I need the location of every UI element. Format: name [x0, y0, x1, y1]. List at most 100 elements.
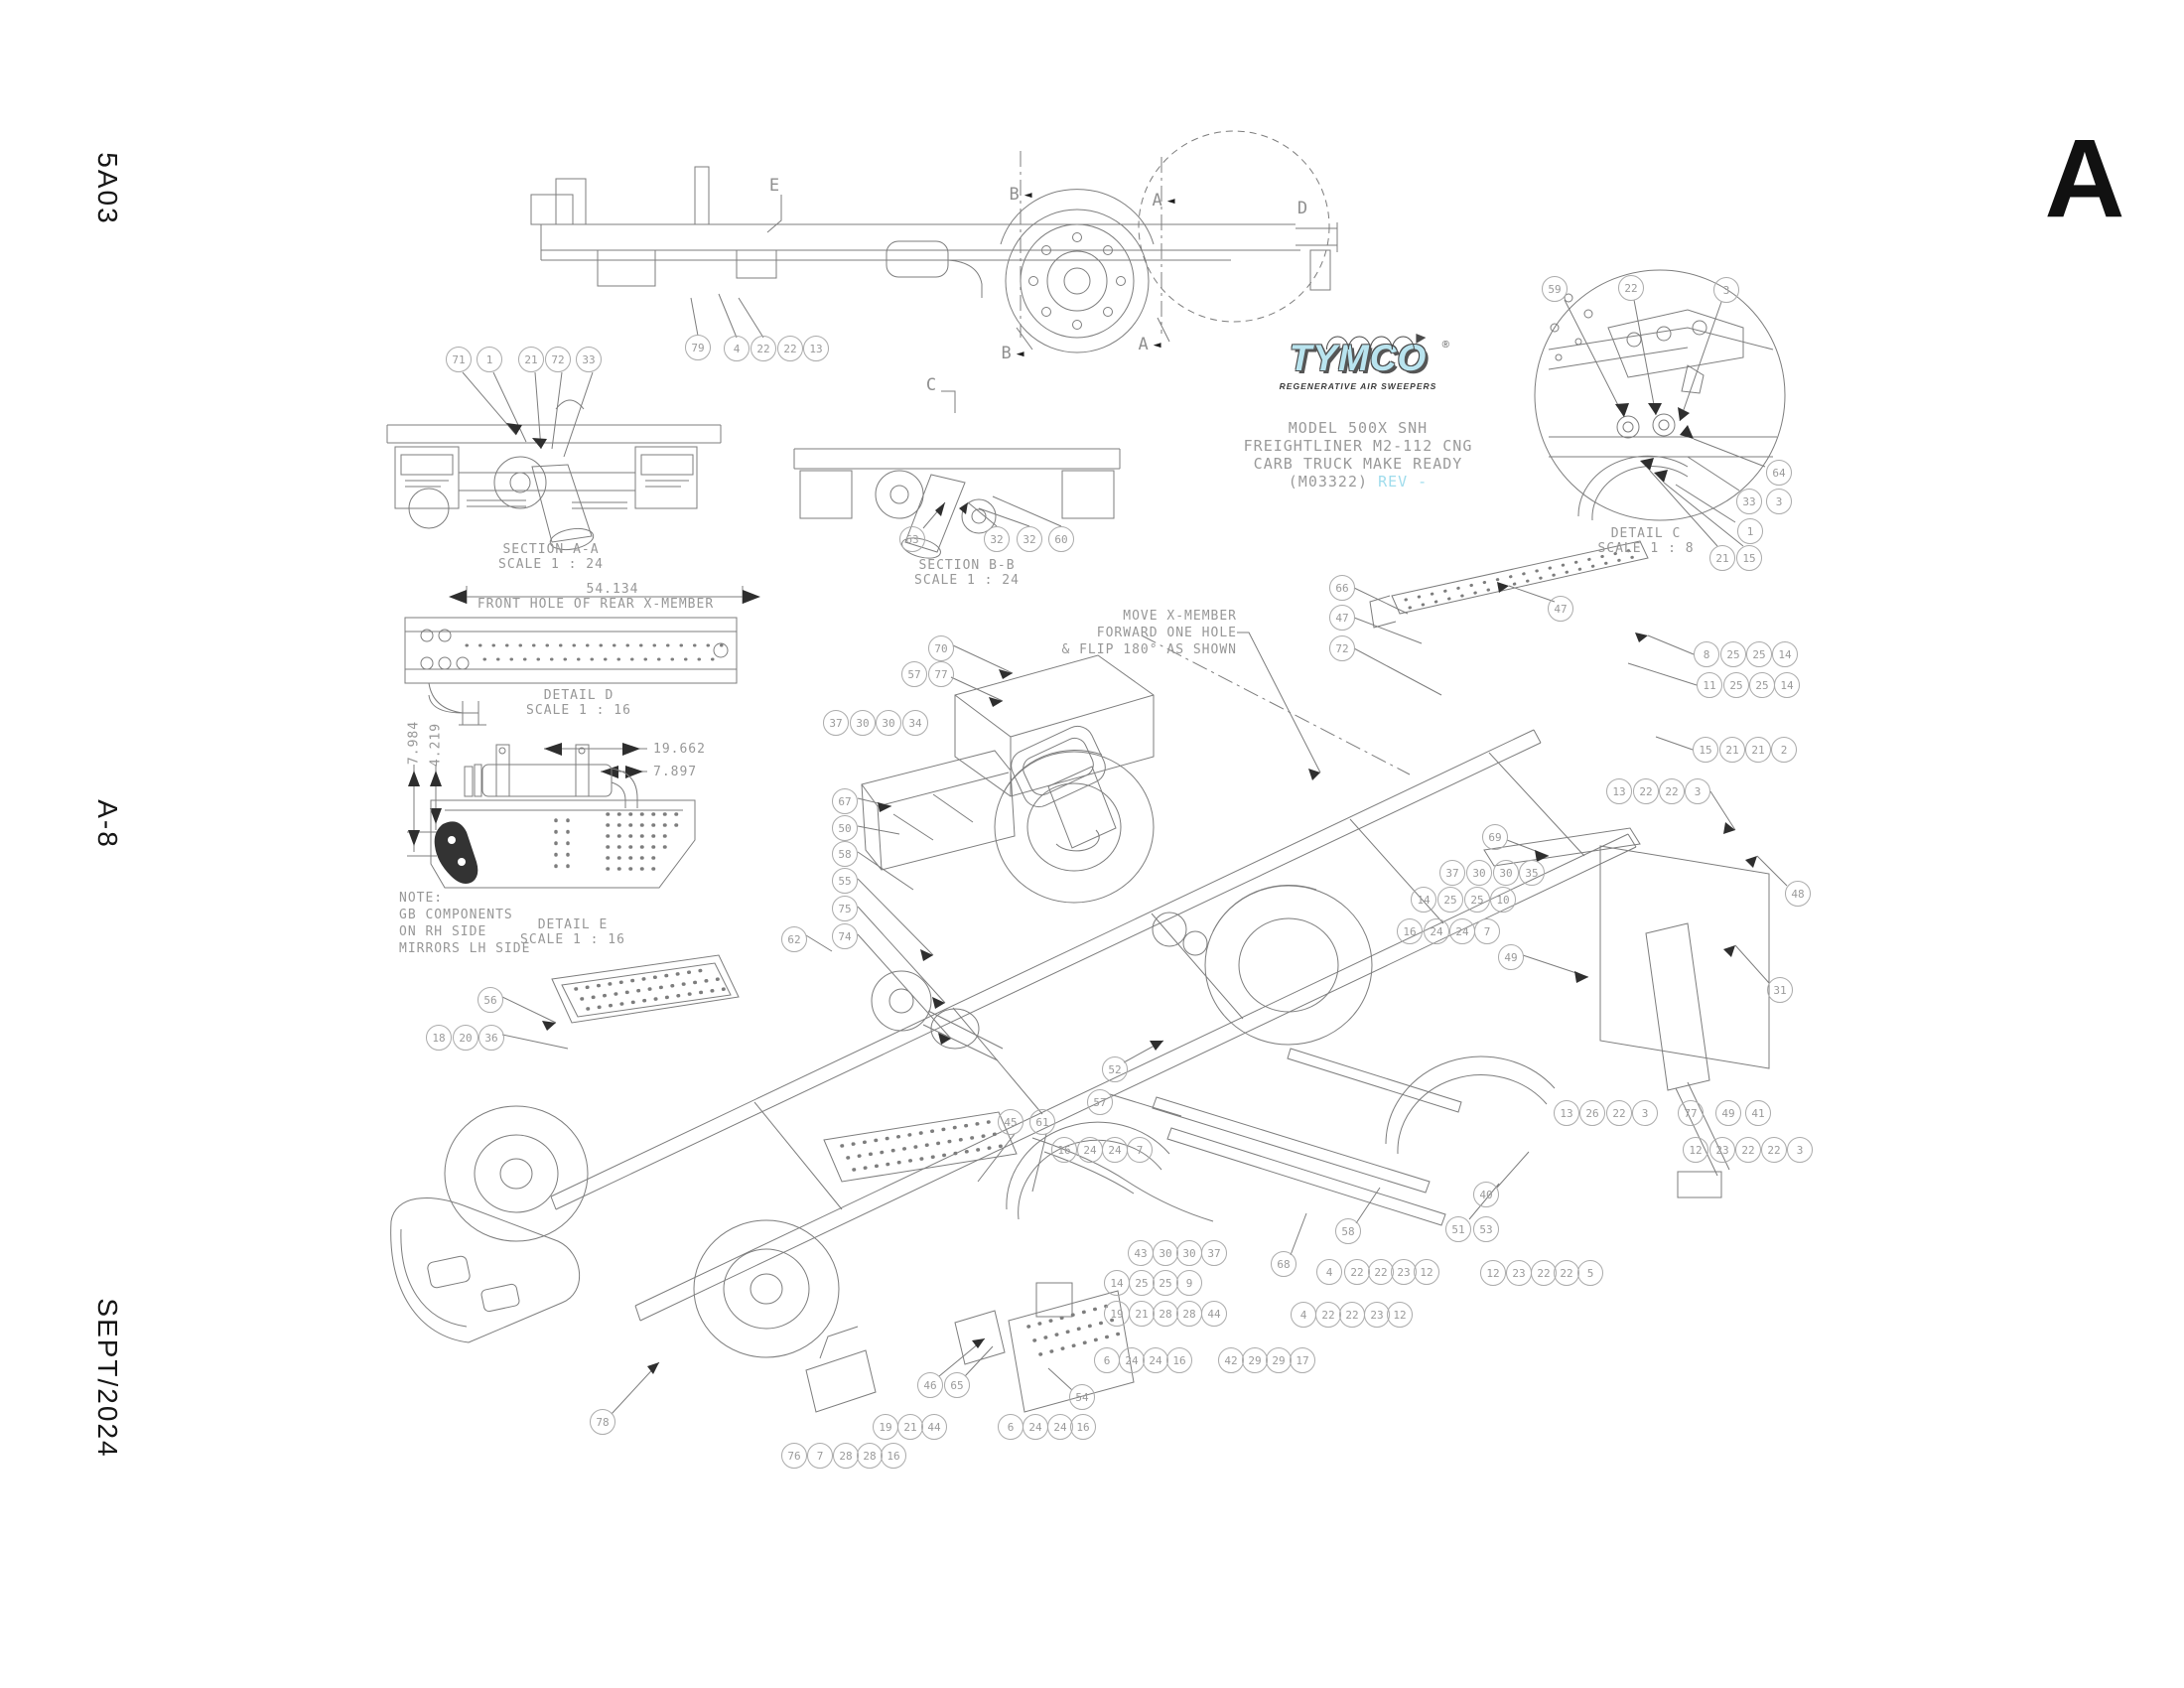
part-balloon: 29 [1242, 1347, 1268, 1373]
part-balloon: 22 [1606, 1100, 1632, 1126]
part-balloon: 22 [1761, 1137, 1787, 1163]
part-balloon: 37 [823, 710, 849, 736]
part-balloon: 47 [1548, 596, 1573, 622]
part-balloon: 50 [832, 815, 858, 841]
section-aa-view [386, 371, 722, 551]
part-balloon: 21 [1745, 737, 1771, 763]
part-balloon: 63 [899, 526, 925, 552]
part-balloon: 72 [1329, 635, 1355, 661]
part-balloon: 24 [1449, 918, 1475, 944]
part-balloon: 4 [1316, 1259, 1342, 1285]
part-balloon: 22 [1554, 1260, 1579, 1286]
section-aa-label: SECTION A-A [502, 542, 600, 557]
part-balloon: 7 [1474, 918, 1500, 944]
part-balloon: 32 [984, 526, 1010, 552]
part-balloon: 77 [928, 661, 954, 687]
part-balloon: 30 [1153, 1240, 1178, 1266]
part-balloon: 1 [477, 347, 502, 372]
part-balloon: 3 [1685, 778, 1710, 804]
part-balloon: 14 [1104, 1270, 1130, 1296]
detail-c-scale: SCALE 1 : 8 [1597, 541, 1695, 556]
part-balloon: 44 [1201, 1301, 1227, 1327]
part-balloon: 33 [1736, 489, 1762, 514]
detail-c-view [1534, 269, 1786, 547]
section-bb-label: SECTION B-B [918, 558, 1016, 573]
dim-7-897: 7.897 [653, 765, 698, 779]
part-balloon: 16 [881, 1443, 906, 1469]
part-balloon: 17 [1290, 1347, 1315, 1373]
dim-54-134-note: FRONT HOLE OF REAR X-MEMBER [477, 597, 715, 612]
section-marker-letter: A [1152, 191, 1162, 211]
gb-components-note: NOTE: GB COMPONENTS ON RH SIDE MIRRORS L… [399, 891, 531, 956]
brand-tagline: REGENERATIVE AIR SWEEPERS [1279, 381, 1437, 391]
section-bb-scale: SCALE 1 : 24 [914, 573, 1020, 588]
part-balloon: 16 [1051, 1137, 1077, 1163]
part-balloon: 32 [1017, 526, 1042, 552]
part-balloon: 37 [1201, 1240, 1227, 1266]
isometric-exploded-view [390, 540, 1788, 1415]
part-balloon: 15 [1736, 545, 1762, 571]
part-balloon: 53 [1473, 1216, 1499, 1242]
part-balloon: 9 [1176, 1270, 1202, 1296]
part-balloon: 24 [1424, 918, 1449, 944]
part-balloon: 7 [1127, 1137, 1153, 1163]
part-balloon: 21 [1709, 545, 1735, 571]
section-marker-letter: A [1138, 335, 1149, 354]
part-balloon: 33 [576, 347, 602, 372]
part-balloon: 37 [1439, 860, 1465, 886]
section-arrow-icon: ◄ [1016, 346, 1024, 361]
part-balloon: 65 [944, 1372, 970, 1398]
part-balloon: 34 [902, 710, 928, 736]
part-balloon: 35 [1519, 860, 1545, 886]
part-balloon: 22 [1659, 778, 1685, 804]
section-marker: B◄ [1009, 185, 1031, 205]
part-balloon: 2 [1771, 737, 1797, 763]
part-balloon: 52 [1102, 1056, 1128, 1082]
detail-d-label: DETAIL D [543, 688, 614, 703]
section-arrow-icon: ◄ [1024, 187, 1032, 203]
part-balloon: 43 [1128, 1240, 1154, 1266]
part-balloon: 22 [1339, 1302, 1365, 1328]
part-balloon: 10 [1490, 887, 1516, 913]
part-balloon: 42 [1218, 1347, 1244, 1373]
part-balloon: 4 [1291, 1302, 1316, 1328]
part-balloon: 12 [1683, 1137, 1708, 1163]
section-marker-letter: C [925, 375, 937, 395]
part-balloon: 3 [1632, 1100, 1658, 1126]
part-balloon: 57 [1087, 1089, 1113, 1115]
part-balloon: 21 [1129, 1301, 1155, 1327]
part-balloon: 24 [1119, 1347, 1145, 1373]
part-balloon: 19 [873, 1414, 898, 1440]
part-balloon: 77 [1678, 1100, 1704, 1126]
part-balloon: 47 [1329, 605, 1355, 631]
section-marker: A◄ [1138, 335, 1160, 354]
part-balloon: 25 [1437, 887, 1463, 913]
part-balloon: 30 [1176, 1240, 1202, 1266]
part-balloon: 59 [1542, 276, 1568, 302]
part-balloon: 3 [1766, 489, 1792, 514]
part-balloon: 25 [1720, 641, 1746, 667]
part-balloon: 25 [1464, 887, 1490, 913]
part-balloon: 60 [1048, 526, 1074, 552]
part-balloon: 7 [807, 1443, 833, 1469]
part-balloon: 28 [1153, 1301, 1178, 1327]
part-balloon: 28 [833, 1443, 859, 1469]
part-balloon: 30 [876, 710, 901, 736]
dim-54-134: 54.134 [586, 582, 639, 597]
part-balloon: 12 [1480, 1260, 1506, 1286]
part-balloon: 8 [1694, 641, 1719, 667]
part-balloon: 22 [777, 336, 803, 361]
part-balloon: 1 [1737, 518, 1763, 544]
part-balloon: 66 [1329, 575, 1355, 601]
part-balloon: 68 [1271, 1251, 1297, 1277]
swirl-arrow-icon [1325, 334, 1427, 351]
side-elevation-view [530, 130, 1338, 353]
move-xmember-note: MOVE X-MEMBER FORWARD ONE HOLE & FLIP 18… [1061, 609, 1237, 657]
part-balloon: 12 [1414, 1259, 1439, 1285]
section-marker: C [926, 375, 936, 395]
section-marker-letter: E [768, 176, 780, 196]
title-block: MODEL 500X SNH FREIGHTLINER M2-112 CNG C… [1209, 419, 1507, 491]
title-line-1: MODEL 500X SNH [1288, 419, 1429, 437]
